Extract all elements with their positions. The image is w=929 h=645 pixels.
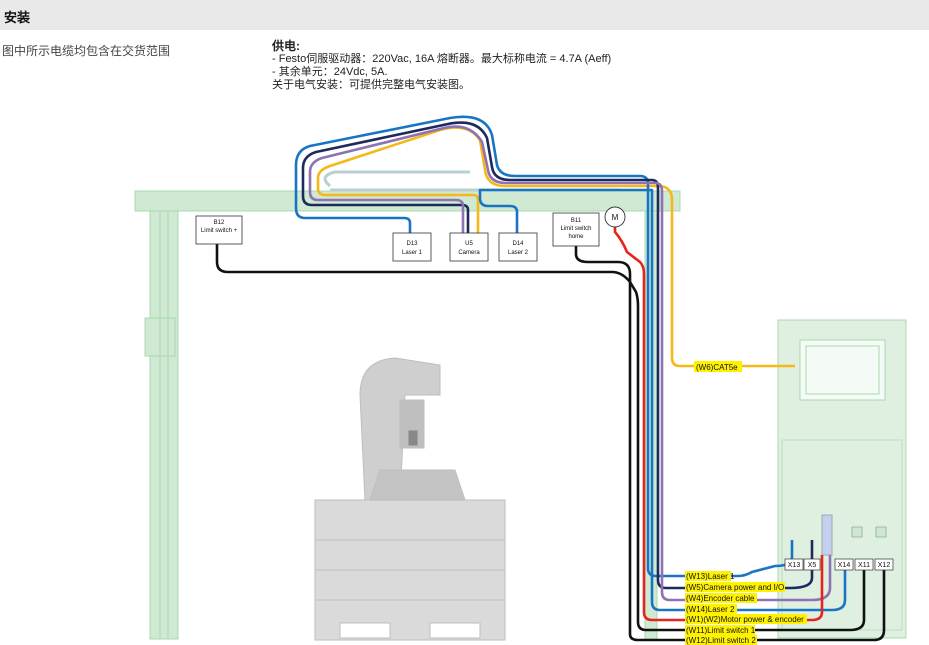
cable-w1w2 — [613, 226, 824, 622]
power-title: 供电: — [272, 39, 300, 53]
d14-id: D14 — [512, 241, 524, 247]
section-header: 安装 — [0, 0, 929, 30]
b11-id: B11 — [571, 218, 582, 224]
b12-name: Limit switch + — [201, 228, 238, 234]
component-d14: D14 Laser 2 — [498, 232, 538, 262]
motor-id: M — [612, 213, 619, 222]
label-w12: (W12)Limit switch 2 — [686, 636, 756, 645]
power-supply-text: 供电: - Festo伺服驱动器：220Vac, 16A 熔断器。最大标称电流 … — [272, 40, 611, 92]
port-x12 — [874, 558, 894, 571]
cable-w6 — [316, 126, 795, 368]
label-w1w2: (W1)(W2)Motor power & encoder — [686, 615, 804, 624]
svg-text:X14: X14 — [838, 562, 851, 569]
component-d13: D13 Laser 1 — [392, 232, 432, 262]
d13-id: D13 — [406, 241, 418, 247]
power-line-3: 关于电气安装：可提供完整电气安装图。 — [272, 79, 470, 91]
svg-text:X13: X13 — [788, 562, 801, 569]
cable-w4 — [308, 125, 832, 602]
b11-name-1: Limit switch — [560, 226, 591, 232]
svg-text:X11: X11 — [858, 562, 870, 569]
d14-name: Laser 2 — [508, 250, 529, 256]
port-x13 — [784, 558, 804, 571]
power-line-1: - Festo伺服驱动器：220Vac, 16A 熔断器。最大标称电流 = 4.… — [272, 53, 612, 65]
d13-name: Laser 1 — [402, 250, 423, 256]
u5-name: Camera — [458, 250, 480, 256]
component-b11: B11 Limit switch home — [552, 212, 600, 247]
cable-w13 — [294, 115, 794, 578]
u5-id: U5 — [465, 241, 473, 247]
label-w13: (W13)Laser 1 — [686, 572, 735, 581]
label-w14: (W14)Laser 2 — [686, 605, 735, 614]
power-line-2: - 其余单元：24Vdc, 5A. — [272, 66, 388, 78]
port-x5 — [803, 558, 821, 571]
cable-w11 — [215, 244, 866, 632]
label-w6: (W6)CAT5e — [696, 363, 738, 372]
label-w4: (W4)Encoder cable — [686, 594, 755, 603]
cable-labels: (W6)CAT5e (W13)Laser 1 (W5)Camera power … — [685, 361, 807, 645]
svg-text:X12: X12 — [878, 562, 891, 569]
terminal-ports: X13 X5 X14 X11 X12 — [784, 558, 894, 571]
control-cabinet — [777, 319, 907, 639]
label-w5: (W5)Camera power and I/O — [686, 583, 784, 592]
section-title: 安装 — [4, 10, 31, 25]
cables — [215, 115, 886, 642]
cable-w12 — [574, 246, 886, 642]
motor-symbol: M — [604, 206, 626, 228]
gantry-left-post — [149, 210, 179, 640]
component-b12: B12 Limit switch + — [195, 215, 243, 245]
b11-name-2: home — [568, 234, 584, 240]
component-u5: U5 Camera — [449, 232, 489, 262]
port-x11 — [854, 558, 874, 571]
cabinet-screen — [799, 339, 886, 401]
robot-cell — [314, 357, 506, 641]
delivery-note: 图中所示电缆均包含在交货范围 — [2, 44, 171, 58]
port-x14 — [834, 558, 854, 571]
label-w11: (W11)Limit switch 1 — [686, 626, 756, 635]
b12-id: B12 — [214, 220, 225, 226]
cable-w14 — [478, 188, 847, 612]
svg-text:X5: X5 — [808, 562, 817, 569]
